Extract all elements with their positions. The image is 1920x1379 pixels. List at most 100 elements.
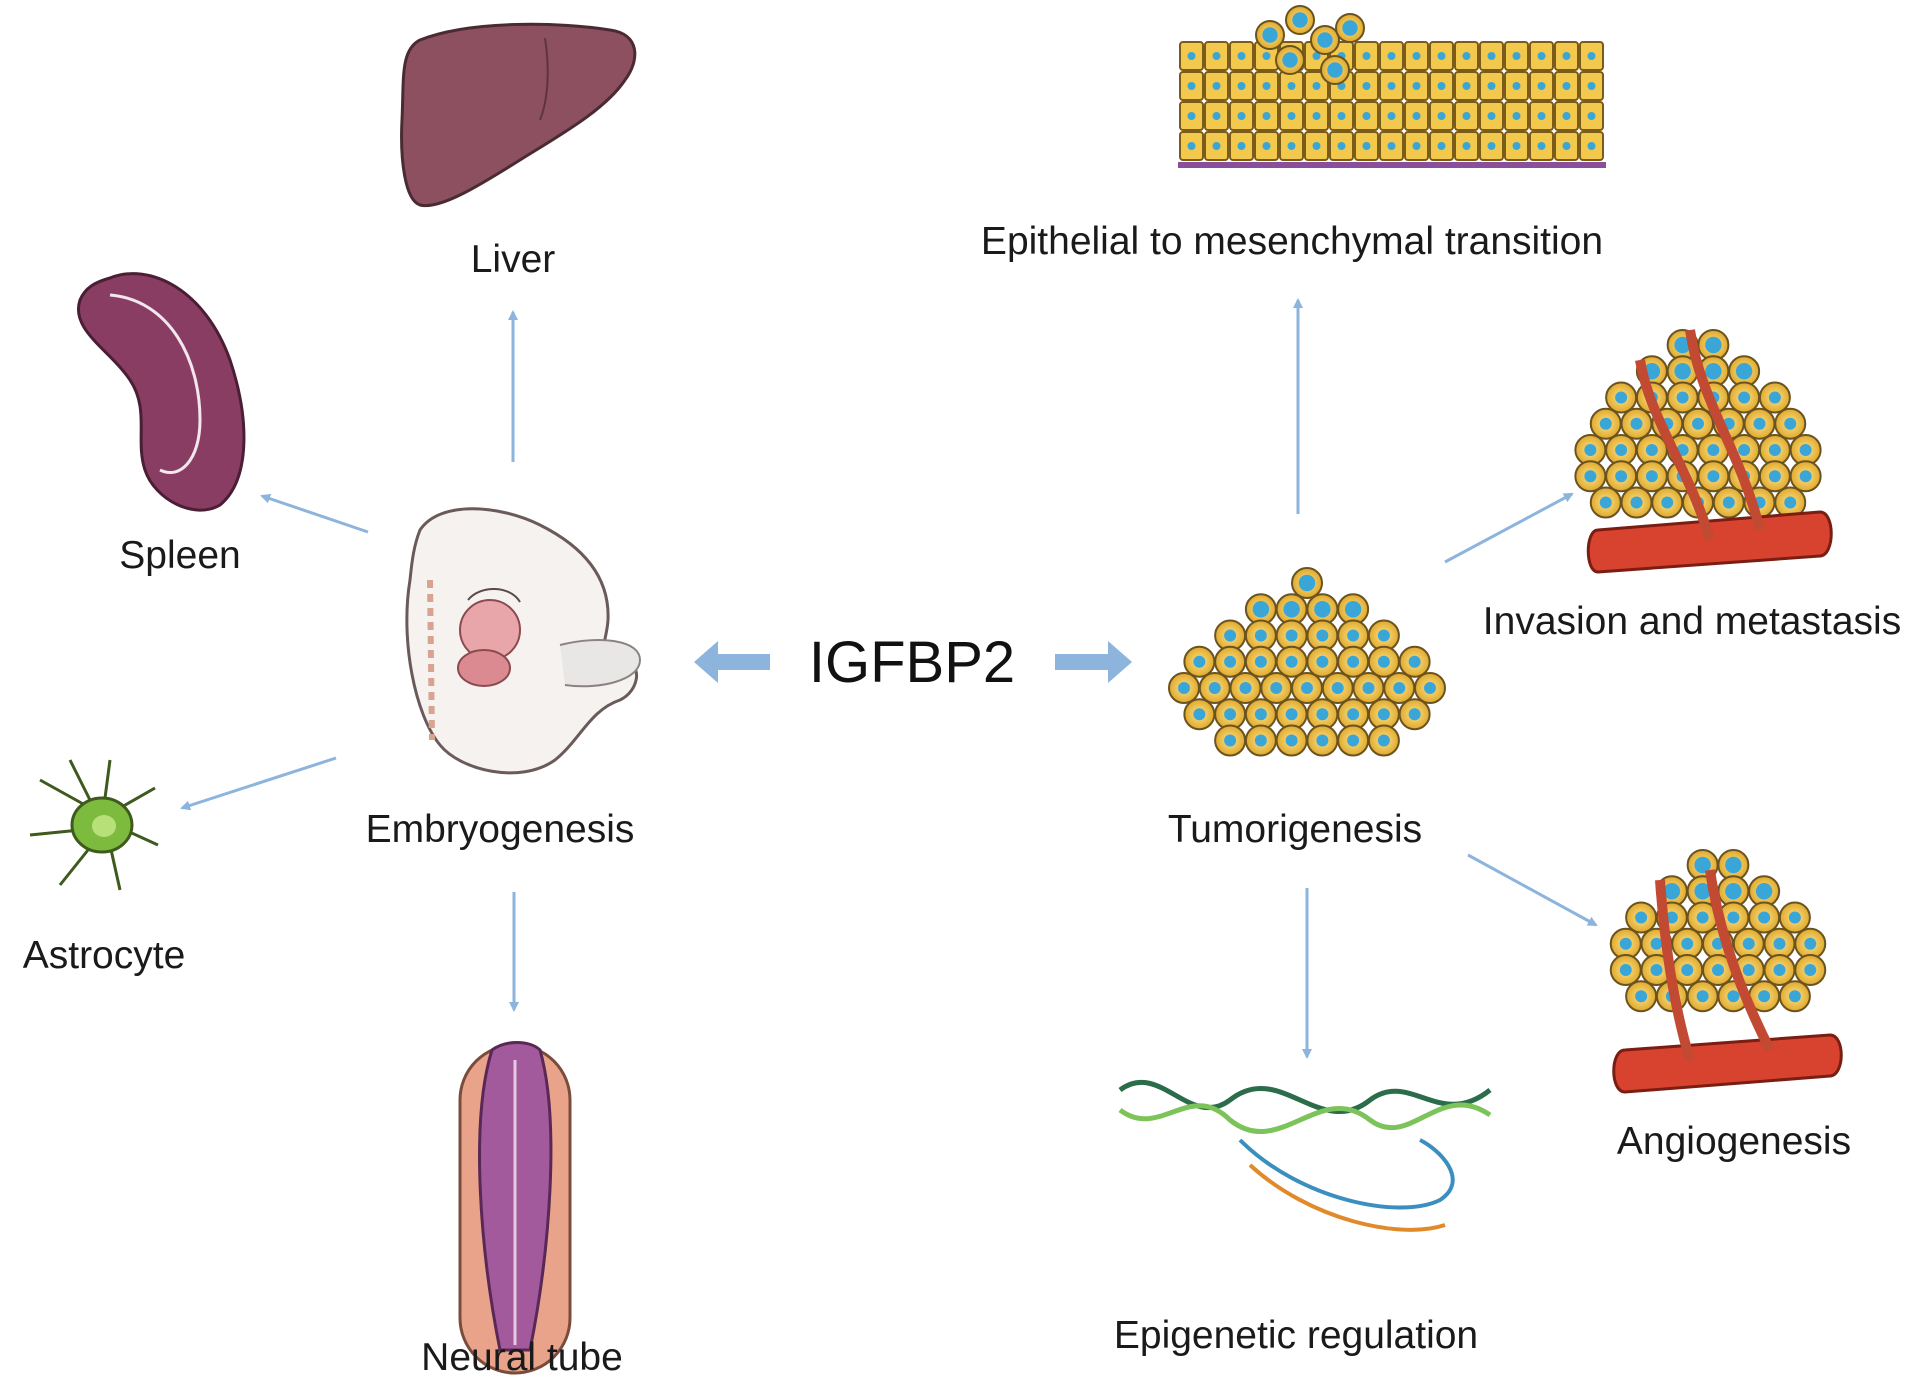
cell-nucleus xyxy=(1712,964,1724,976)
cell-nucleus xyxy=(1362,112,1371,120)
cell-nucleus xyxy=(1562,142,1571,150)
invasion-label: Invasion and metastasis xyxy=(1482,600,1902,643)
cell-nucleus xyxy=(1347,629,1360,642)
angiogenesis-illustration xyxy=(1609,849,1843,1094)
cell-nucleus xyxy=(1768,444,1781,456)
cell-nucleus xyxy=(1645,470,1658,483)
liver-illustration xyxy=(400,22,637,208)
cell-nucleus xyxy=(1424,682,1436,694)
cell-nucleus xyxy=(1661,496,1674,509)
cell-nucleus xyxy=(1254,629,1267,642)
cell-nucleus xyxy=(1362,682,1375,694)
cell-nucleus xyxy=(1254,655,1267,668)
basement-membrane xyxy=(1178,162,1606,168)
cell-nucleus xyxy=(1412,52,1421,60)
cell-nucleus xyxy=(1727,911,1740,924)
cell-nucleus xyxy=(1312,52,1321,60)
cell-nucleus xyxy=(1537,142,1546,150)
cell-nucleus xyxy=(1768,391,1781,404)
cell-nucleus xyxy=(1224,655,1237,668)
cell-nucleus xyxy=(1387,52,1396,60)
cell-nucleus xyxy=(1327,62,1343,78)
cell-nucleus xyxy=(1237,52,1246,60)
cell-nucleus xyxy=(1393,682,1406,694)
cell-nucleus xyxy=(1377,655,1390,668)
astrocyte-label: Astrocyte xyxy=(22,934,186,977)
cell-nucleus xyxy=(1387,82,1396,90)
cell-nucleus xyxy=(1650,964,1663,976)
cell-nucleus xyxy=(1799,470,1812,483)
cell-nucleus xyxy=(1462,52,1471,60)
cell-nucleus xyxy=(1615,470,1628,483)
center-arrows xyxy=(694,641,1132,683)
cell-nucleus xyxy=(1262,82,1271,90)
cell-nucleus xyxy=(1755,883,1773,900)
cell-nucleus xyxy=(1537,52,1546,60)
cell-nucleus xyxy=(1187,82,1196,90)
cell-nucleus xyxy=(1645,444,1658,456)
cell-nucleus xyxy=(1317,32,1333,48)
cell-nucleus xyxy=(1674,363,1691,380)
cell-nucleus xyxy=(1512,142,1521,150)
cell-nucleus xyxy=(1262,112,1271,120)
cell-nucleus xyxy=(1692,417,1704,430)
cell-nucleus xyxy=(1742,964,1755,976)
arrow-embryo-astrocyte xyxy=(180,756,337,811)
cell-nucleus xyxy=(1676,391,1689,404)
cell-nucleus xyxy=(1758,911,1771,924)
cell-nucleus xyxy=(1262,52,1271,60)
cell-nucleus xyxy=(1316,655,1329,668)
cell-nucleus xyxy=(1362,82,1371,90)
cell-nucleus xyxy=(1212,82,1221,90)
cell-nucleus xyxy=(1512,82,1521,90)
cell-nucleus xyxy=(1742,937,1755,950)
cell-nucleus xyxy=(1283,601,1300,618)
cell-nucleus xyxy=(1239,682,1252,694)
cell-nucleus xyxy=(1694,856,1711,874)
cell-nucleus xyxy=(1298,574,1316,592)
arrow-embryo-spleen xyxy=(260,493,369,534)
cell-nucleus xyxy=(1187,52,1196,60)
cell-nucleus xyxy=(1344,601,1362,618)
cell-nucleus xyxy=(1705,363,1722,380)
cell-nucleus xyxy=(1462,82,1471,90)
cell-nucleus xyxy=(1663,883,1681,900)
arrow-tumor-invasion xyxy=(1444,492,1574,564)
cell-nucleus xyxy=(1347,708,1360,721)
cell-nucleus xyxy=(1387,142,1396,150)
cell-nucleus xyxy=(1599,417,1612,430)
cell-nucleus xyxy=(1804,964,1817,976)
cell-nucleus xyxy=(1270,682,1283,694)
cell-nucleus xyxy=(1562,112,1571,120)
cell-nucleus xyxy=(1599,496,1612,509)
cell-nucleus xyxy=(1408,655,1421,668)
spleen-illustration xyxy=(76,272,246,512)
cell-nucleus xyxy=(1615,444,1628,456)
cell-nucleus xyxy=(1312,112,1321,120)
cell-nucleus xyxy=(1237,142,1246,150)
cell-nucleus xyxy=(1301,682,1313,694)
cell-nucleus xyxy=(1784,417,1797,430)
cell-nucleus xyxy=(1665,911,1678,924)
cell-nucleus xyxy=(1788,990,1801,1003)
cell-nucleus xyxy=(1584,470,1597,483)
cell-nucleus xyxy=(1377,629,1390,642)
epigenetic-label: Epigenetic regulation xyxy=(1113,1314,1479,1357)
embryogenesis-label: Embryogenesis xyxy=(365,808,635,851)
cell-nucleus xyxy=(1237,82,1246,90)
cell-nucleus xyxy=(1287,112,1296,120)
cell-nucleus xyxy=(1362,142,1371,150)
arrow-left-to-embryo xyxy=(694,641,770,683)
cell-nucleus xyxy=(1788,911,1801,924)
cell-nucleus xyxy=(1347,734,1360,747)
cell-nucleus xyxy=(1316,629,1329,642)
cell-nucleus xyxy=(1630,496,1643,509)
cell-nucleus xyxy=(1412,142,1421,150)
arrow-right-to-tumor xyxy=(1055,641,1132,683)
cell-nucleus xyxy=(1362,52,1371,60)
emt-label: Epithelial to mesenchymal transition xyxy=(980,220,1604,263)
cell-nucleus xyxy=(1316,708,1329,721)
cell-nucleus xyxy=(1587,82,1596,90)
cell-nucleus xyxy=(1412,82,1421,90)
cell-nucleus xyxy=(1696,911,1709,924)
